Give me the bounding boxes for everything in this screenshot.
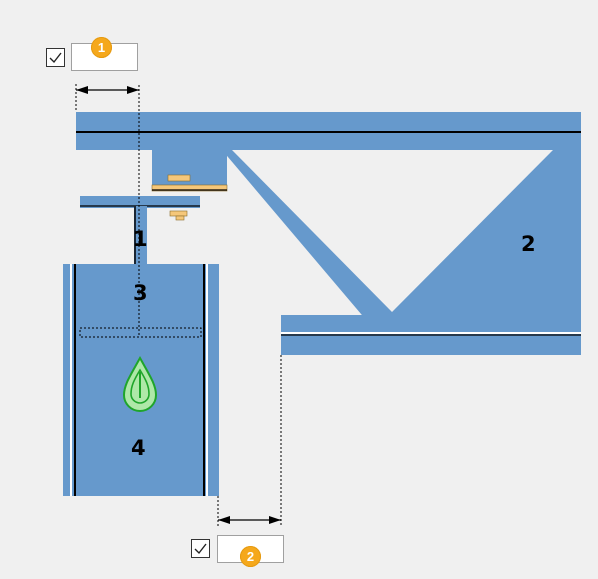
dimension-1-checkbox[interactable] xyxy=(46,48,65,67)
gusset-cutout xyxy=(232,150,553,312)
fastener-top xyxy=(167,174,191,182)
t-plate-flange xyxy=(80,196,200,208)
t-plate-web xyxy=(134,206,147,264)
dimension-line-2 xyxy=(218,516,281,524)
callout-badge-2: 2 xyxy=(240,546,261,567)
part-label-2: 2 xyxy=(521,232,536,256)
fastener-nut-2 xyxy=(175,215,185,221)
gusset-right-strip xyxy=(553,150,581,336)
dimension-2-checkbox[interactable] xyxy=(191,539,210,558)
bracket-block xyxy=(152,150,227,188)
checkmark-icon xyxy=(49,52,62,64)
part-label-1: 1 xyxy=(133,227,148,251)
fastener-plate xyxy=(151,184,228,192)
callout-badge-1: 1 xyxy=(91,37,112,58)
drop-pin-icon[interactable] xyxy=(122,355,158,412)
fastener-nut xyxy=(169,210,188,217)
hidden-plate xyxy=(79,327,202,338)
checkmark-icon xyxy=(194,543,207,555)
part-label-3: 3 xyxy=(133,281,148,305)
part-label-4: 4 xyxy=(131,436,146,460)
dimension-line-1 xyxy=(76,86,139,94)
